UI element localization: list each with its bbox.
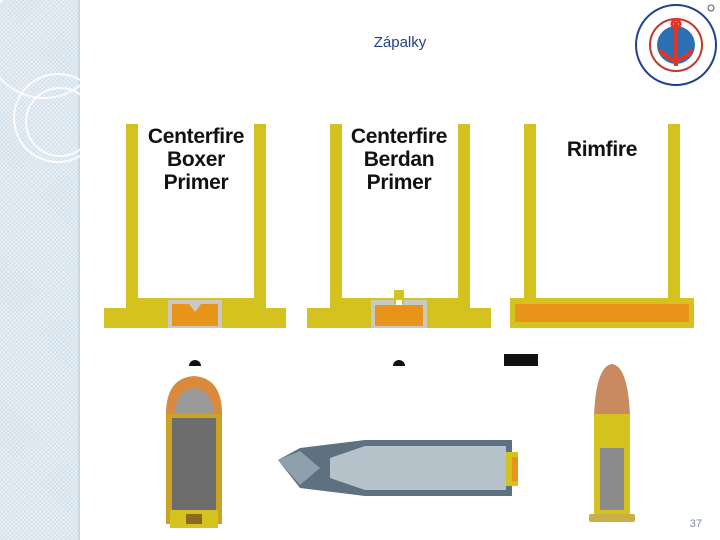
boxer-primer-diagram <box>104 124 286 328</box>
rimfire-cartridge <box>589 364 635 522</box>
primer-markers <box>189 354 538 366</box>
berdan-label-line-3: Primer <box>366 171 432 194</box>
boxer-primer-label: Centerfire Boxer Primer <box>126 125 266 194</box>
slide-title: Zápalky <box>373 34 427 51</box>
academy-logo <box>635 4 717 86</box>
page-number: 37 <box>689 518 702 530</box>
berdan-label-line-2: Berdan <box>363 148 435 171</box>
boxer-label-line-2: Boxer <box>166 148 226 171</box>
rimfire-diagram <box>510 124 694 328</box>
rimfire-label: Rimfire <box>566 138 638 161</box>
rifle-cartridge-cutaway <box>278 440 518 496</box>
berdan-primer-label: Centerfire Berdan Primer <box>328 125 470 194</box>
berdan-primer-diagram <box>307 124 491 328</box>
berdan-label-line-1: Centerfire <box>350 125 448 148</box>
sidebar-circles <box>0 0 103 163</box>
pistol-cartridge-cutaway <box>166 376 222 528</box>
sidebar-edge <box>78 0 80 540</box>
boxer-label-line-3: Primer <box>163 171 229 194</box>
boxer-label-line-1: Centerfire <box>147 125 245 148</box>
